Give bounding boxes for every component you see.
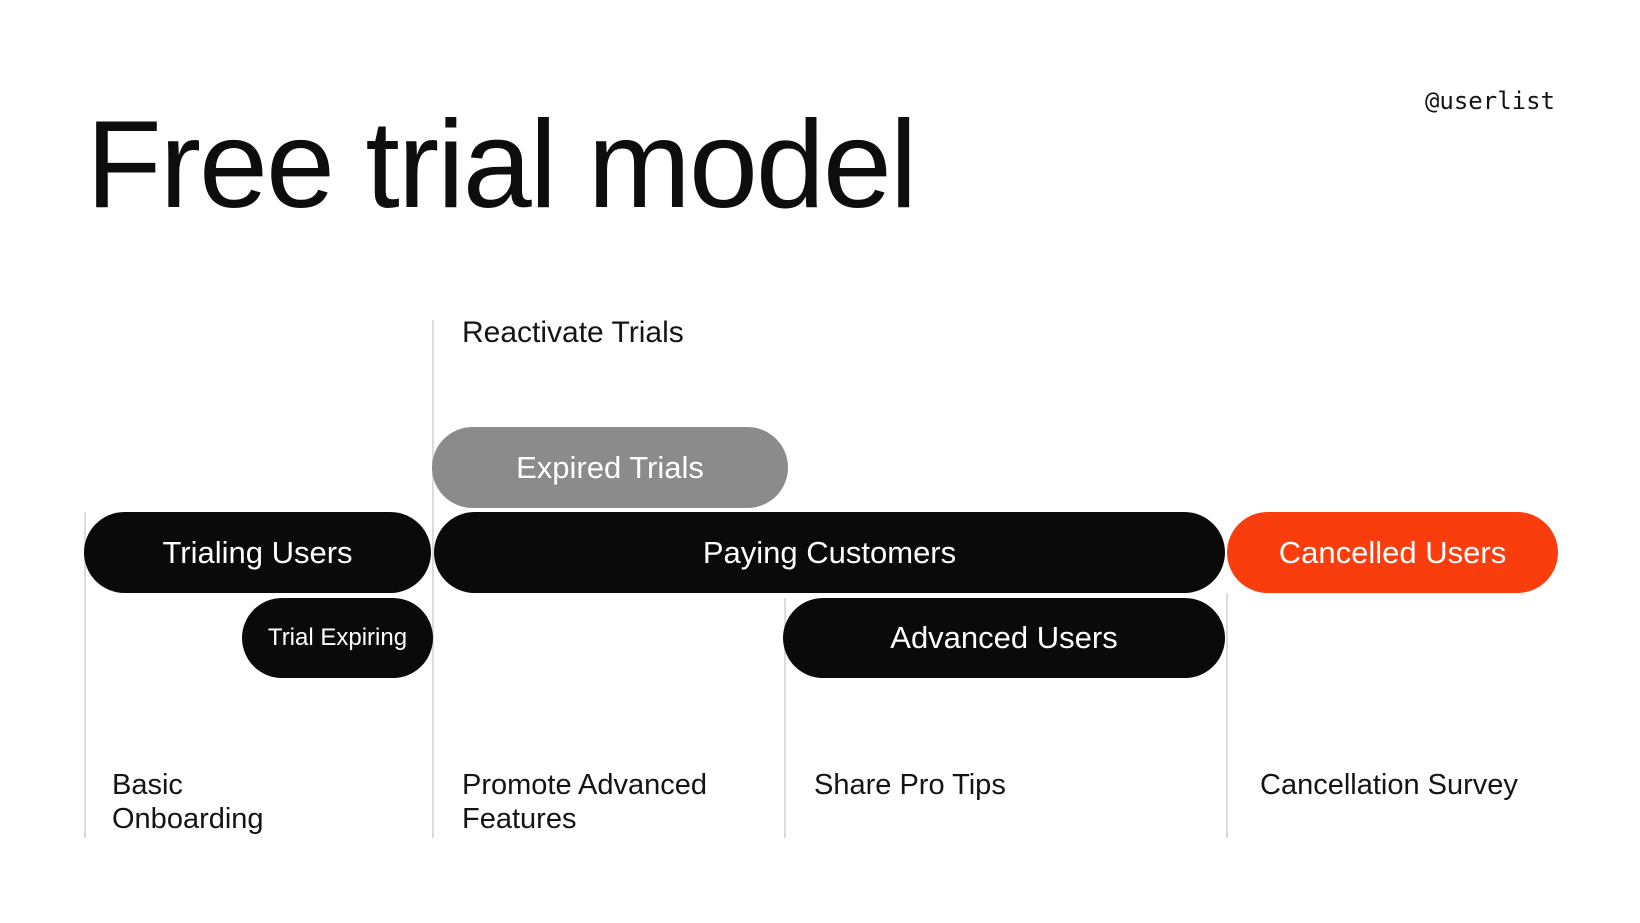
segment-pill-trialing-users: Trialing Users: [84, 512, 431, 593]
userlist-watermark: @userlist: [1424, 87, 1555, 115]
campaign-label-cancellation-survey: Cancellation Survey: [1260, 769, 1518, 801]
reactivate-trials-label: Reactivate Trials: [462, 316, 684, 349]
segment-pill-advanced-users: Advanced Users: [783, 598, 1225, 678]
segment-pill-paying-customers: Paying Customers: [434, 512, 1225, 593]
campaign-label-basic-onboarding: Basic Onboarding: [112, 769, 264, 835]
page-title: Free trial model: [86, 96, 917, 234]
column-guide-line-trialing: [84, 512, 86, 838]
segment-pill-expired-trials: Expired Trials: [432, 427, 788, 508]
segment-pill-cancelled-users: Cancelled Users: [1227, 512, 1558, 593]
column-guide-line-cancelled: [1226, 593, 1228, 838]
campaign-label-share-pro-tips: Share Pro Tips: [814, 769, 1006, 801]
segment-pill-trial-expiring: Trial Expiring: [242, 598, 433, 678]
campaign-label-promote-advanced-features: Promote Advanced Features: [462, 769, 708, 835]
column-guide-line-advanced: [784, 598, 786, 838]
column-guide-line-paying-start: [432, 320, 434, 838]
